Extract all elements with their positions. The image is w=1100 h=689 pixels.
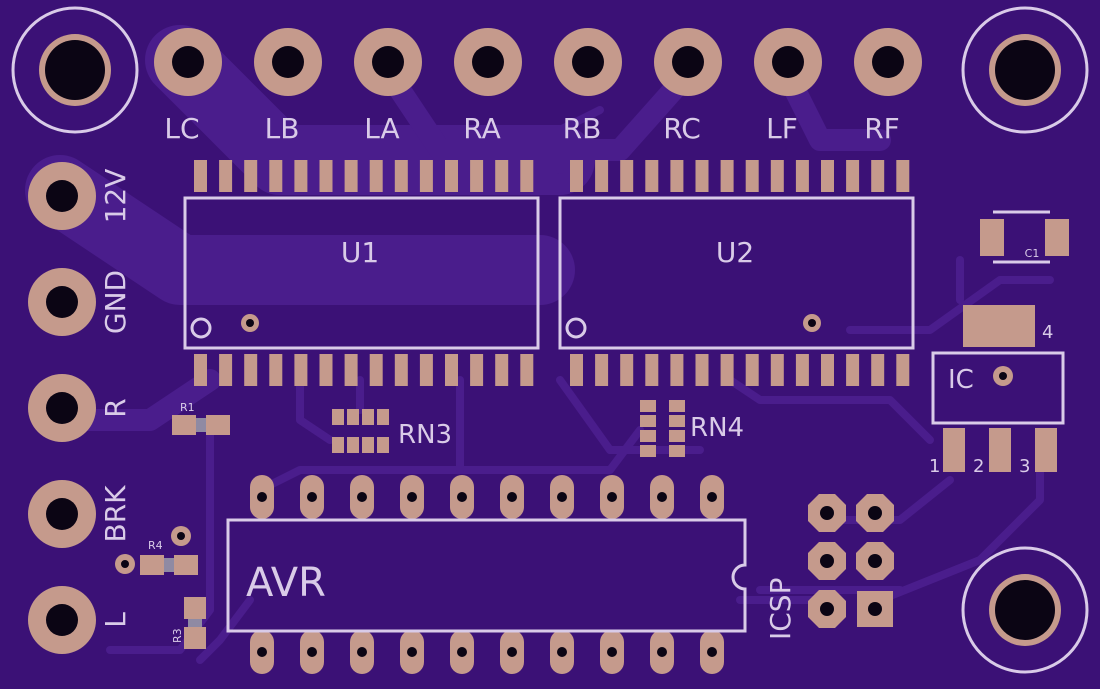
chip-avr: AVR [226,475,747,674]
header-pad-12v [28,162,96,230]
left-header-labels: 12V GND R BRK L [99,169,132,628]
header-pad-brk [28,480,96,548]
resistor-r4: R4 [115,526,198,575]
header-label-rf: RF [864,112,900,145]
avr-label: AVR [246,560,326,606]
header-label-lb: LB [265,112,300,145]
mounting-hole-top-right [961,6,1089,134]
resistor-network-rn3: RN3 [332,409,452,453]
r3-label: R3 [171,628,184,643]
header-pad-rc [654,28,722,96]
header-pad-lf [754,28,822,96]
top-header-pads [154,28,922,96]
resistor-r3: R3 [171,597,206,649]
header-label-rb: RB [563,112,602,145]
header-label-lf: LF [766,112,798,145]
header-pad-rf [854,28,922,96]
mounting-holes [11,6,1089,674]
resistor-r1: R1 [172,401,230,435]
header-label-gnd: GND [99,270,132,334]
top-header-labels: LC LB LA RA RB RC LF RF [164,112,899,145]
icsp-header: ICSP [764,494,894,640]
header-label-ra: RA [463,112,500,145]
header-pad-rb [554,28,622,96]
u2-pads-bottom [570,354,910,386]
header-pad-lc [154,28,222,96]
r4-label: R4 [148,539,163,552]
header-label-brk: BRK [99,485,132,543]
u1-pads-top [194,160,534,192]
c1-label: C1 [1025,247,1040,260]
header-pad-la [354,28,422,96]
header-pad-l [28,586,96,654]
chip-u1: U1 [183,160,540,386]
ic-pin4-label: 4 [1042,322,1053,343]
rn3-label: RN3 [398,420,452,450]
r1-label: R1 [180,401,195,414]
regulator-ic: 4 IC 1 2 3 [929,305,1065,477]
ic-pin1-label: 1 [929,456,940,477]
header-pad-lb [254,28,322,96]
u2-label: U2 [716,236,754,269]
rn4-label: RN4 [690,413,744,443]
header-pad-r [28,374,96,442]
u2-pads-top [570,160,910,192]
header-pad-ra [454,28,522,96]
header-label-l: L [99,612,132,628]
mounting-hole-top-left [11,6,139,134]
header-label-rc: RC [663,112,701,145]
left-header-pads [28,162,96,654]
header-label-la: LA [364,112,399,145]
icsp-label: ICSP [764,578,797,640]
mounting-hole-bottom-right [961,546,1089,674]
capacitor-c1: C1 [980,210,1069,264]
resistor-network-rn4: RN4 [640,400,744,457]
u1-label: U1 [341,236,379,269]
ic-pin3-label: 3 [1019,456,1030,477]
header-pad-gnd [28,268,96,336]
header-label-lc: LC [164,112,199,145]
header-label-12v: 12V [99,169,132,224]
header-label-r: R [99,398,132,417]
ic-label: IC [948,365,974,395]
u1-pads-bottom [194,354,534,386]
ic-pin2-label: 2 [973,456,984,477]
chip-u2: U2 [558,160,915,386]
